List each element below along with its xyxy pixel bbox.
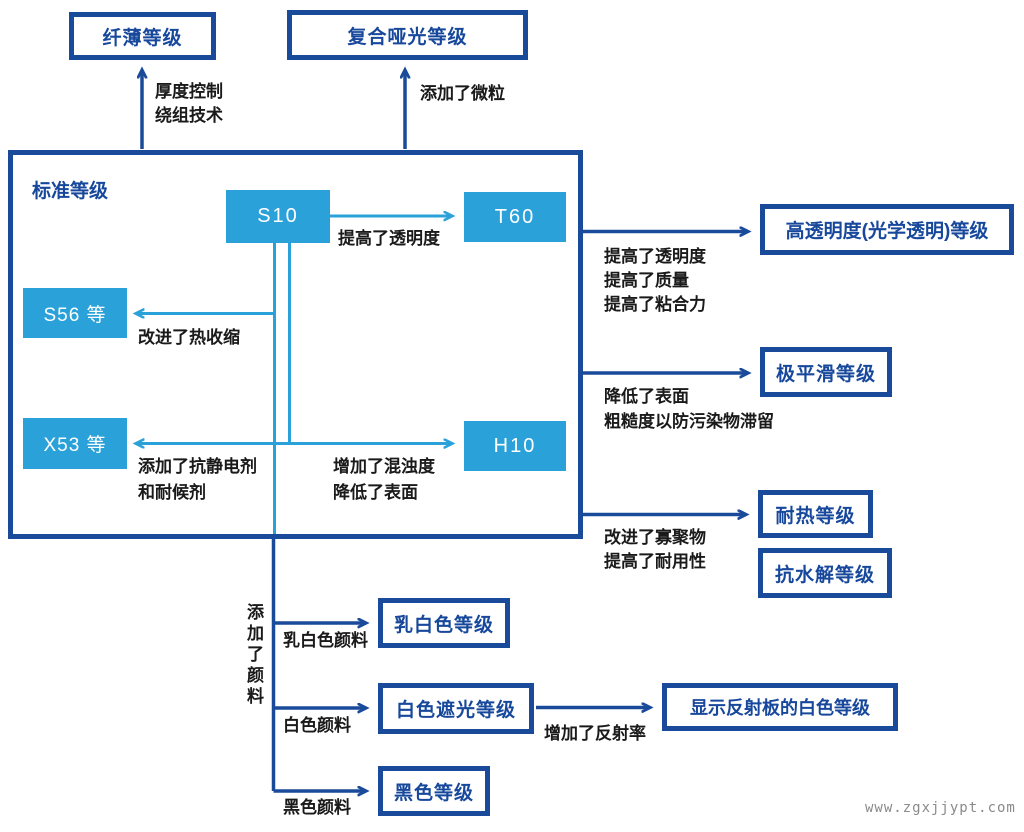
black-grade-box: 黑色等级 [378,766,490,816]
matte-arrow-label: 添加了微粒 [420,84,505,103]
black-branch-label: 黑色颜料 [283,798,351,817]
to-h10-label-line2: 降低了表面 [333,483,418,502]
matte-grade-box: 复合哑光等级 [287,10,528,60]
to-h10-label-line1: 增加了混浊度 [333,457,435,476]
thin-grade-box: 纤薄等级 [69,12,216,60]
thin-arrow-label: 厚度控制 绕组技术 [155,80,223,128]
h10-box: H10 [464,421,566,471]
watermark-text: www.zgxjjypt.com [865,800,1016,816]
standard-grade-title: 标准等级 [32,181,109,202]
pigment-vertical-label: 添加了颜料 [244,603,263,708]
heat-label-line2: 提高了耐用性 [604,552,706,571]
smooth-label-line1: 降低了表面 [604,387,689,406]
heat-grade-box: 耐热等级 [758,490,873,538]
thin-arrow-label-line2: 绕组技术 [155,106,223,125]
high-transparency-grade-box: 高透明度(光学透明)等级 [760,204,1014,255]
hydrolysis-grade-box: 抗水解等级 [758,548,892,598]
thin-arrow-label-line1: 厚度控制 [155,82,223,101]
x53-box: X53 等 [23,418,127,469]
standard-grade-box [8,150,583,539]
milky-branch-label: 乳白色颜料 [283,631,368,650]
white-branch-label: 白色颜料 [283,716,351,735]
t60-box: T60 [464,192,566,242]
s56-box: S56 等 [23,288,127,338]
to-t60-label: 提高了透明度 [338,229,440,248]
ht-label-line2: 提高了质量 [604,271,689,290]
smooth-arrow-label: 降低了表面 粗糙度以防污染物滞留 [604,384,774,434]
high-transparency-arrow-label: 提高了透明度 提高了质量 提高了粘合力 [604,245,706,317]
white-shading-grade-box: 白色遮光等级 [378,683,534,734]
smooth-label-line2: 粗糙度以防污染物滞留 [604,412,774,431]
reflect-arrow-label: 增加了反射率 [544,724,646,743]
to-h10-label: 增加了混浊度 降低了表面 [333,454,435,506]
s10-box: S10 [226,190,330,243]
to-x53-label-line1: 添加了抗静电剂 [138,457,257,476]
to-x53-label: 添加了抗静电剂 和耐候剂 [138,454,257,506]
heat-arrow-label: 改进了寡聚物 提高了耐用性 [604,526,706,574]
smooth-grade-box: 极平滑等级 [760,347,892,397]
heat-label-line1: 改进了寡聚物 [604,528,706,547]
display-white-grade-box: 显示反射板的白色等级 [662,683,898,731]
to-x53-label-line2: 和耐候剂 [138,483,206,502]
to-s56-label: 改进了热收缩 [138,328,240,347]
milky-grade-box: 乳白色等级 [378,598,510,648]
ht-label-line3: 提高了粘合力 [604,295,706,314]
ht-label-line1: 提高了透明度 [604,247,706,266]
